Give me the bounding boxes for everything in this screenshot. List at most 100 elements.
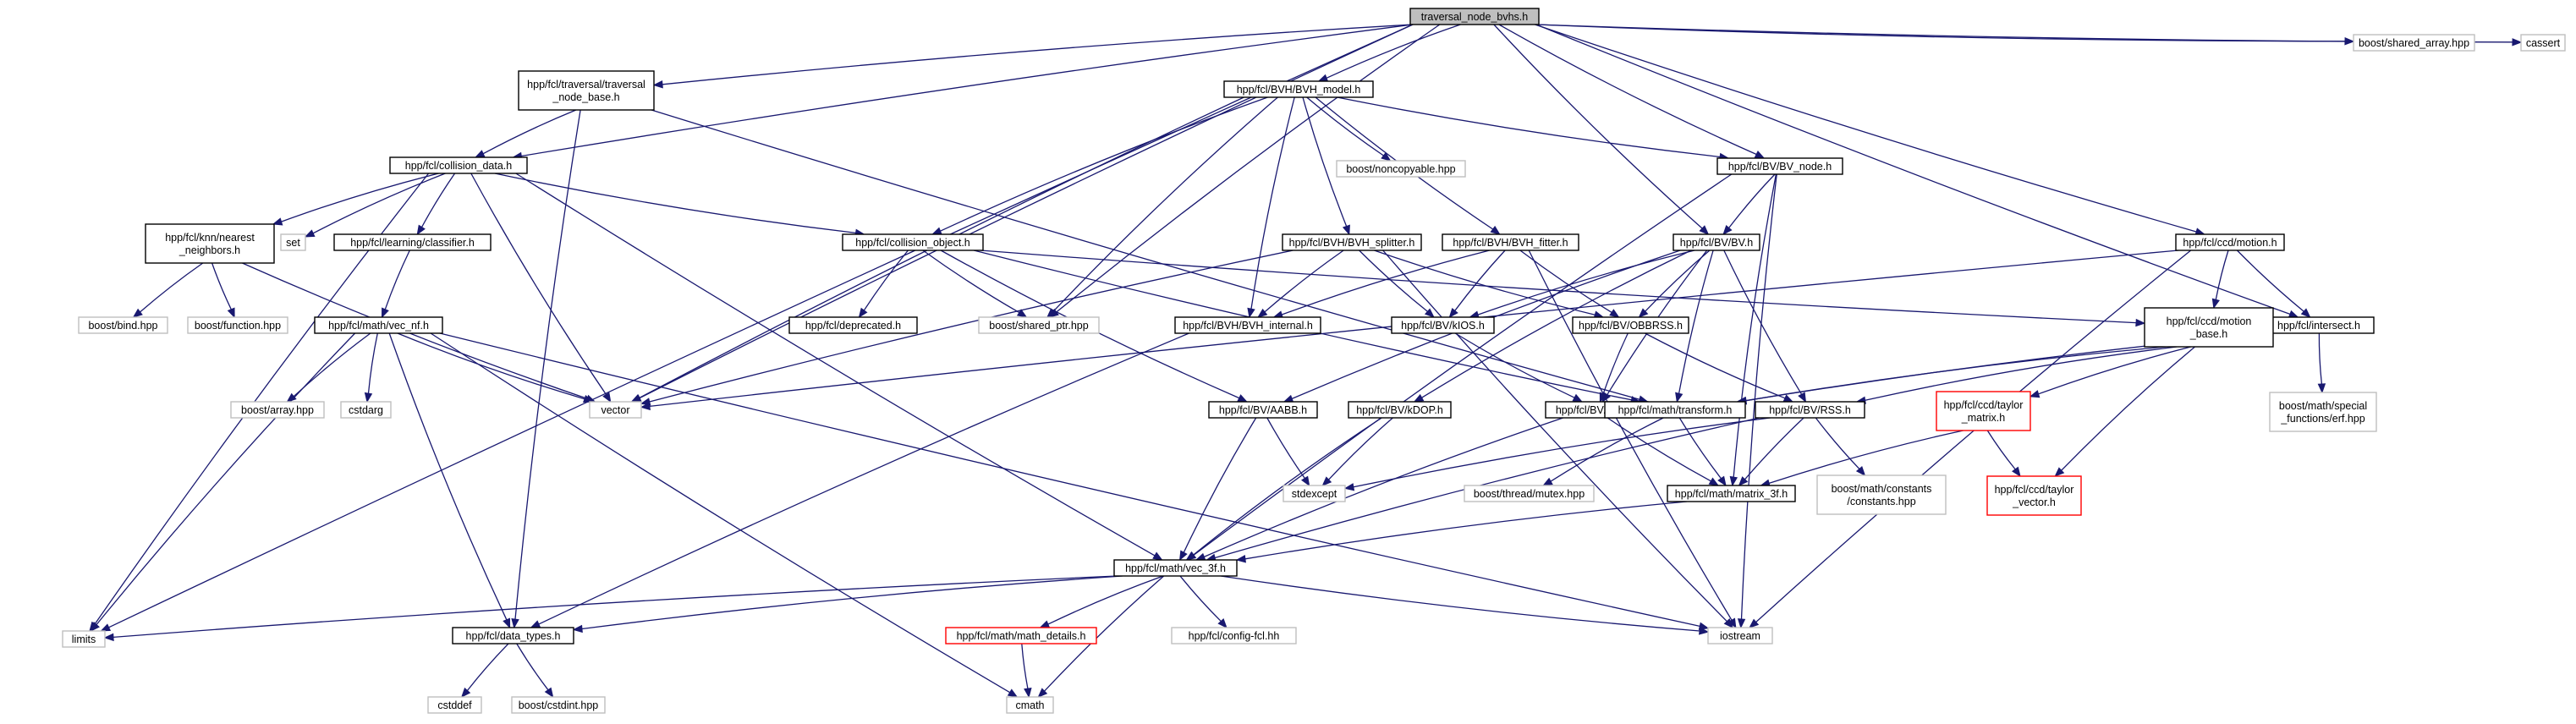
edge-arrowhead [1301, 475, 1310, 487]
edge-arrowhead [1152, 551, 1163, 561]
edge-line [2061, 346, 2195, 471]
node-motion[interactable]: hpp/fcl/ccd/motion.h [2175, 233, 2285, 251]
edge-obbrss-to-obb [1599, 332, 1629, 403]
edge-vecnf-to-cstdarg [364, 332, 378, 403]
node-box [842, 233, 984, 251]
node-vecnf[interactable]: hpp/fcl/math/vec_nf.h [314, 316, 443, 334]
node-box [230, 401, 325, 419]
edge-bvhmodel-to-sharedptr [1046, 96, 1278, 318]
node-bvnode[interactable]: hpp/fcl/BV/BV_node.h [1716, 157, 1843, 175]
edge-root-to-motion [1535, 24, 2205, 236]
node-classifier[interactable]: hpp/fcl/learning/classifier.h [333, 233, 492, 251]
edge-root-to-bvnode [1498, 24, 1766, 159]
edge-line [430, 332, 1011, 694]
edge-datatypes-to-cstddef [460, 643, 509, 699]
node-box [1282, 233, 1422, 251]
edge-arrowhead [2029, 390, 2040, 398]
edge-splitter-to-bvhinternal [1257, 250, 1344, 318]
node-bv[interactable]: hpp/fcl/BV/BV.h [1672, 233, 1760, 251]
edge-arrowhead [1381, 151, 1392, 162]
edge-line [1052, 96, 1278, 312]
edge-arrowhead [572, 624, 583, 634]
edge-line [1733, 173, 1777, 478]
node-cd[interactable]: hpp/fcl/collision_data.h [389, 156, 528, 174]
edge-line [1768, 430, 1964, 485]
node-boostarray: boost/array.hpp [230, 401, 325, 419]
edge-arrowhead [416, 224, 426, 236]
edge-line [1204, 417, 1563, 557]
edge-arrowhead [1235, 554, 1246, 563]
node-colobj[interactable]: hpp/fcl/collision_object.h [842, 233, 984, 251]
node-kdop[interactable]: hpp/fcl/BV/kDOP.h [1348, 401, 1452, 419]
node-label: cmath [1015, 699, 1044, 711]
edge-line [1535, 24, 2197, 233]
node-vec3f[interactable]: hpp/fcl/math/vec_3f.h [1113, 559, 1238, 577]
edge-arrowhead [1699, 225, 1710, 235]
edge-line [1266, 417, 1305, 479]
node-label: _base.h [2189, 328, 2228, 340]
edge-arrowhead [1037, 688, 1048, 698]
edge-line [1328, 417, 1393, 480]
edge-intersect-to-erf [2317, 332, 2326, 394]
node-label: hpp/fcl/BVH/BVH_model.h [1237, 84, 1361, 96]
edge-line [1353, 417, 1771, 488]
node-config: hpp/fcl/config-fcl.hh [1171, 627, 1297, 644]
edge-fitter-to-kios [1448, 250, 1506, 319]
node-aabb[interactable]: hpp/fcl/BV/AABB.h [1208, 401, 1318, 419]
node-label: _neighbors.h [179, 244, 240, 256]
node-vector: vector [589, 401, 642, 419]
node-deprecated[interactable]: hpp/fcl/deprecated.h [788, 316, 918, 334]
edge-arrowhead [1185, 551, 1196, 561]
edge-bvhmodel-to-splitter [1302, 96, 1350, 236]
edge-vecnf-to-cmath [430, 332, 1019, 698]
edge-arrowhead [304, 229, 316, 238]
node-box [427, 696, 482, 714]
edge-line [1244, 501, 1687, 560]
node-label: /constants.hpp [1847, 496, 1915, 507]
node-datatypes[interactable]: hpp/fcl/data_types.h [452, 627, 574, 644]
edge-vec3f-to-limits [103, 575, 1118, 642]
edge-arrowhead [1749, 618, 1760, 628]
edge-line [516, 643, 549, 691]
edge-vec3f-to-datatypes [572, 575, 1123, 634]
node-matrix3f[interactable]: hpp/fcl/math/matrix_3f.h [1667, 485, 1796, 502]
node-bvhmodel[interactable]: hpp/fcl/BVH/BVH_model.h [1223, 80, 1374, 98]
node-splitter[interactable]: hpp/fcl/BVH/BVH_splitter.h [1282, 233, 1422, 251]
edge-line [1264, 250, 1344, 313]
node-sharedptr: boost/shared_ptr.hpp [978, 316, 1100, 334]
edge-line [281, 173, 439, 222]
edge-arrowhead [1257, 308, 1268, 318]
edge-line [1337, 96, 1721, 158]
node-box [452, 627, 574, 644]
edge-line [651, 109, 1640, 400]
edge-line [1454, 250, 1506, 311]
node-tnb[interactable]: hpp/fcl/traversal/traversal_node_base.h [518, 70, 655, 111]
edge-bvhinternal-to-datatypes [530, 332, 1189, 628]
node-rss[interactable]: hpp/fcl/BV/RSS.h [1755, 401, 1865, 419]
node-box [1171, 627, 1297, 644]
node-knn[interactable]: hpp/fcl/knn/nearest_neighbors.h [145, 223, 275, 264]
edge-arrowhead [100, 623, 112, 632]
node-kios[interactable]: hpp/fcl/BV/kIOS.h [1391, 316, 1495, 334]
edge-arrowhead [1217, 618, 1228, 629]
node-box [1174, 316, 1321, 334]
node-obbrss[interactable]: hpp/fcl/BV/OBBRSS.h [1572, 316, 1689, 334]
node-fitter[interactable]: hpp/fcl/BVH/BVH_fitter.h [1442, 233, 1579, 251]
node-label: boost/bind.hpp [88, 320, 157, 332]
node-motionbase[interactable]: hpp/fcl/ccd/motion_base.h [2144, 307, 2274, 348]
edge-transform-to-mutex [1542, 417, 1664, 486]
node-box [1936, 391, 2031, 431]
edge-line [2215, 250, 2229, 300]
edge-arrowhead [602, 392, 612, 403]
edge-tnb-to-cd [474, 109, 577, 158]
node-transform[interactable]: hpp/fcl/math/transform.h [1604, 401, 1746, 419]
edge-motionbase-to-taylormatrix [2029, 346, 2191, 398]
node-label: hpp/fcl/intersect.h [2277, 320, 2360, 332]
node-label: hpp/fcl/ccd/motion [2167, 315, 2252, 327]
node-box [1667, 485, 1796, 502]
node-label: cstdarg [349, 404, 383, 416]
edge-arrowhead [1699, 627, 1710, 635]
node-intersect[interactable]: hpp/fcl/intersect.h [2263, 316, 2375, 334]
edge-line [1645, 332, 1786, 399]
node-bvhinternal[interactable]: hpp/fcl/BVH/BVH_internal.h [1174, 316, 1321, 334]
